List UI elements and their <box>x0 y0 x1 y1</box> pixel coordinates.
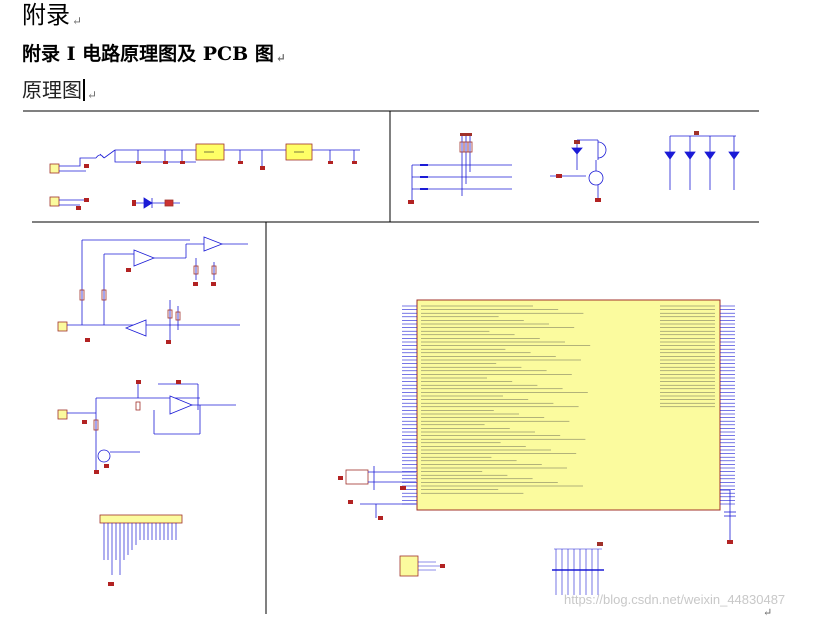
mcu-ic <box>402 299 735 511</box>
frame-lines <box>23 110 759 614</box>
ground-symbols-mcu <box>338 476 406 520</box>
watermark: https://blog.csdn.net/weixin_44830487 <box>564 592 786 607</box>
paragraph-mark: ↵ <box>87 88 98 102</box>
power-supply-block <box>49 143 360 209</box>
paragraph-mark: ↵ <box>275 51 286 65</box>
crystal-block <box>345 466 416 518</box>
decoupling-block <box>720 489 736 540</box>
appendix-subheading: 附录 I 电路原理图及 PCB 图↵ <box>22 43 286 65</box>
buzzer-block <box>550 139 607 198</box>
amplifier-block <box>57 383 236 470</box>
opamp-block <box>57 236 248 340</box>
paragraph-mark: ↵ <box>72 14 83 28</box>
resistor-array <box>552 548 604 595</box>
connector-header <box>99 514 183 586</box>
ground-symbols-top <box>76 161 357 210</box>
text-cursor <box>83 79 85 101</box>
section-title[interactable]: 原理图↵ <box>22 78 98 102</box>
ground-symbols-amp <box>82 380 181 474</box>
small-ic <box>399 555 445 577</box>
switch-block <box>411 133 512 200</box>
appendix-heading: 附录↵ <box>22 1 83 29</box>
led-bank <box>664 131 740 190</box>
ground-symbols-opamp <box>85 268 216 344</box>
paragraph-mark: ↵ <box>763 606 773 619</box>
